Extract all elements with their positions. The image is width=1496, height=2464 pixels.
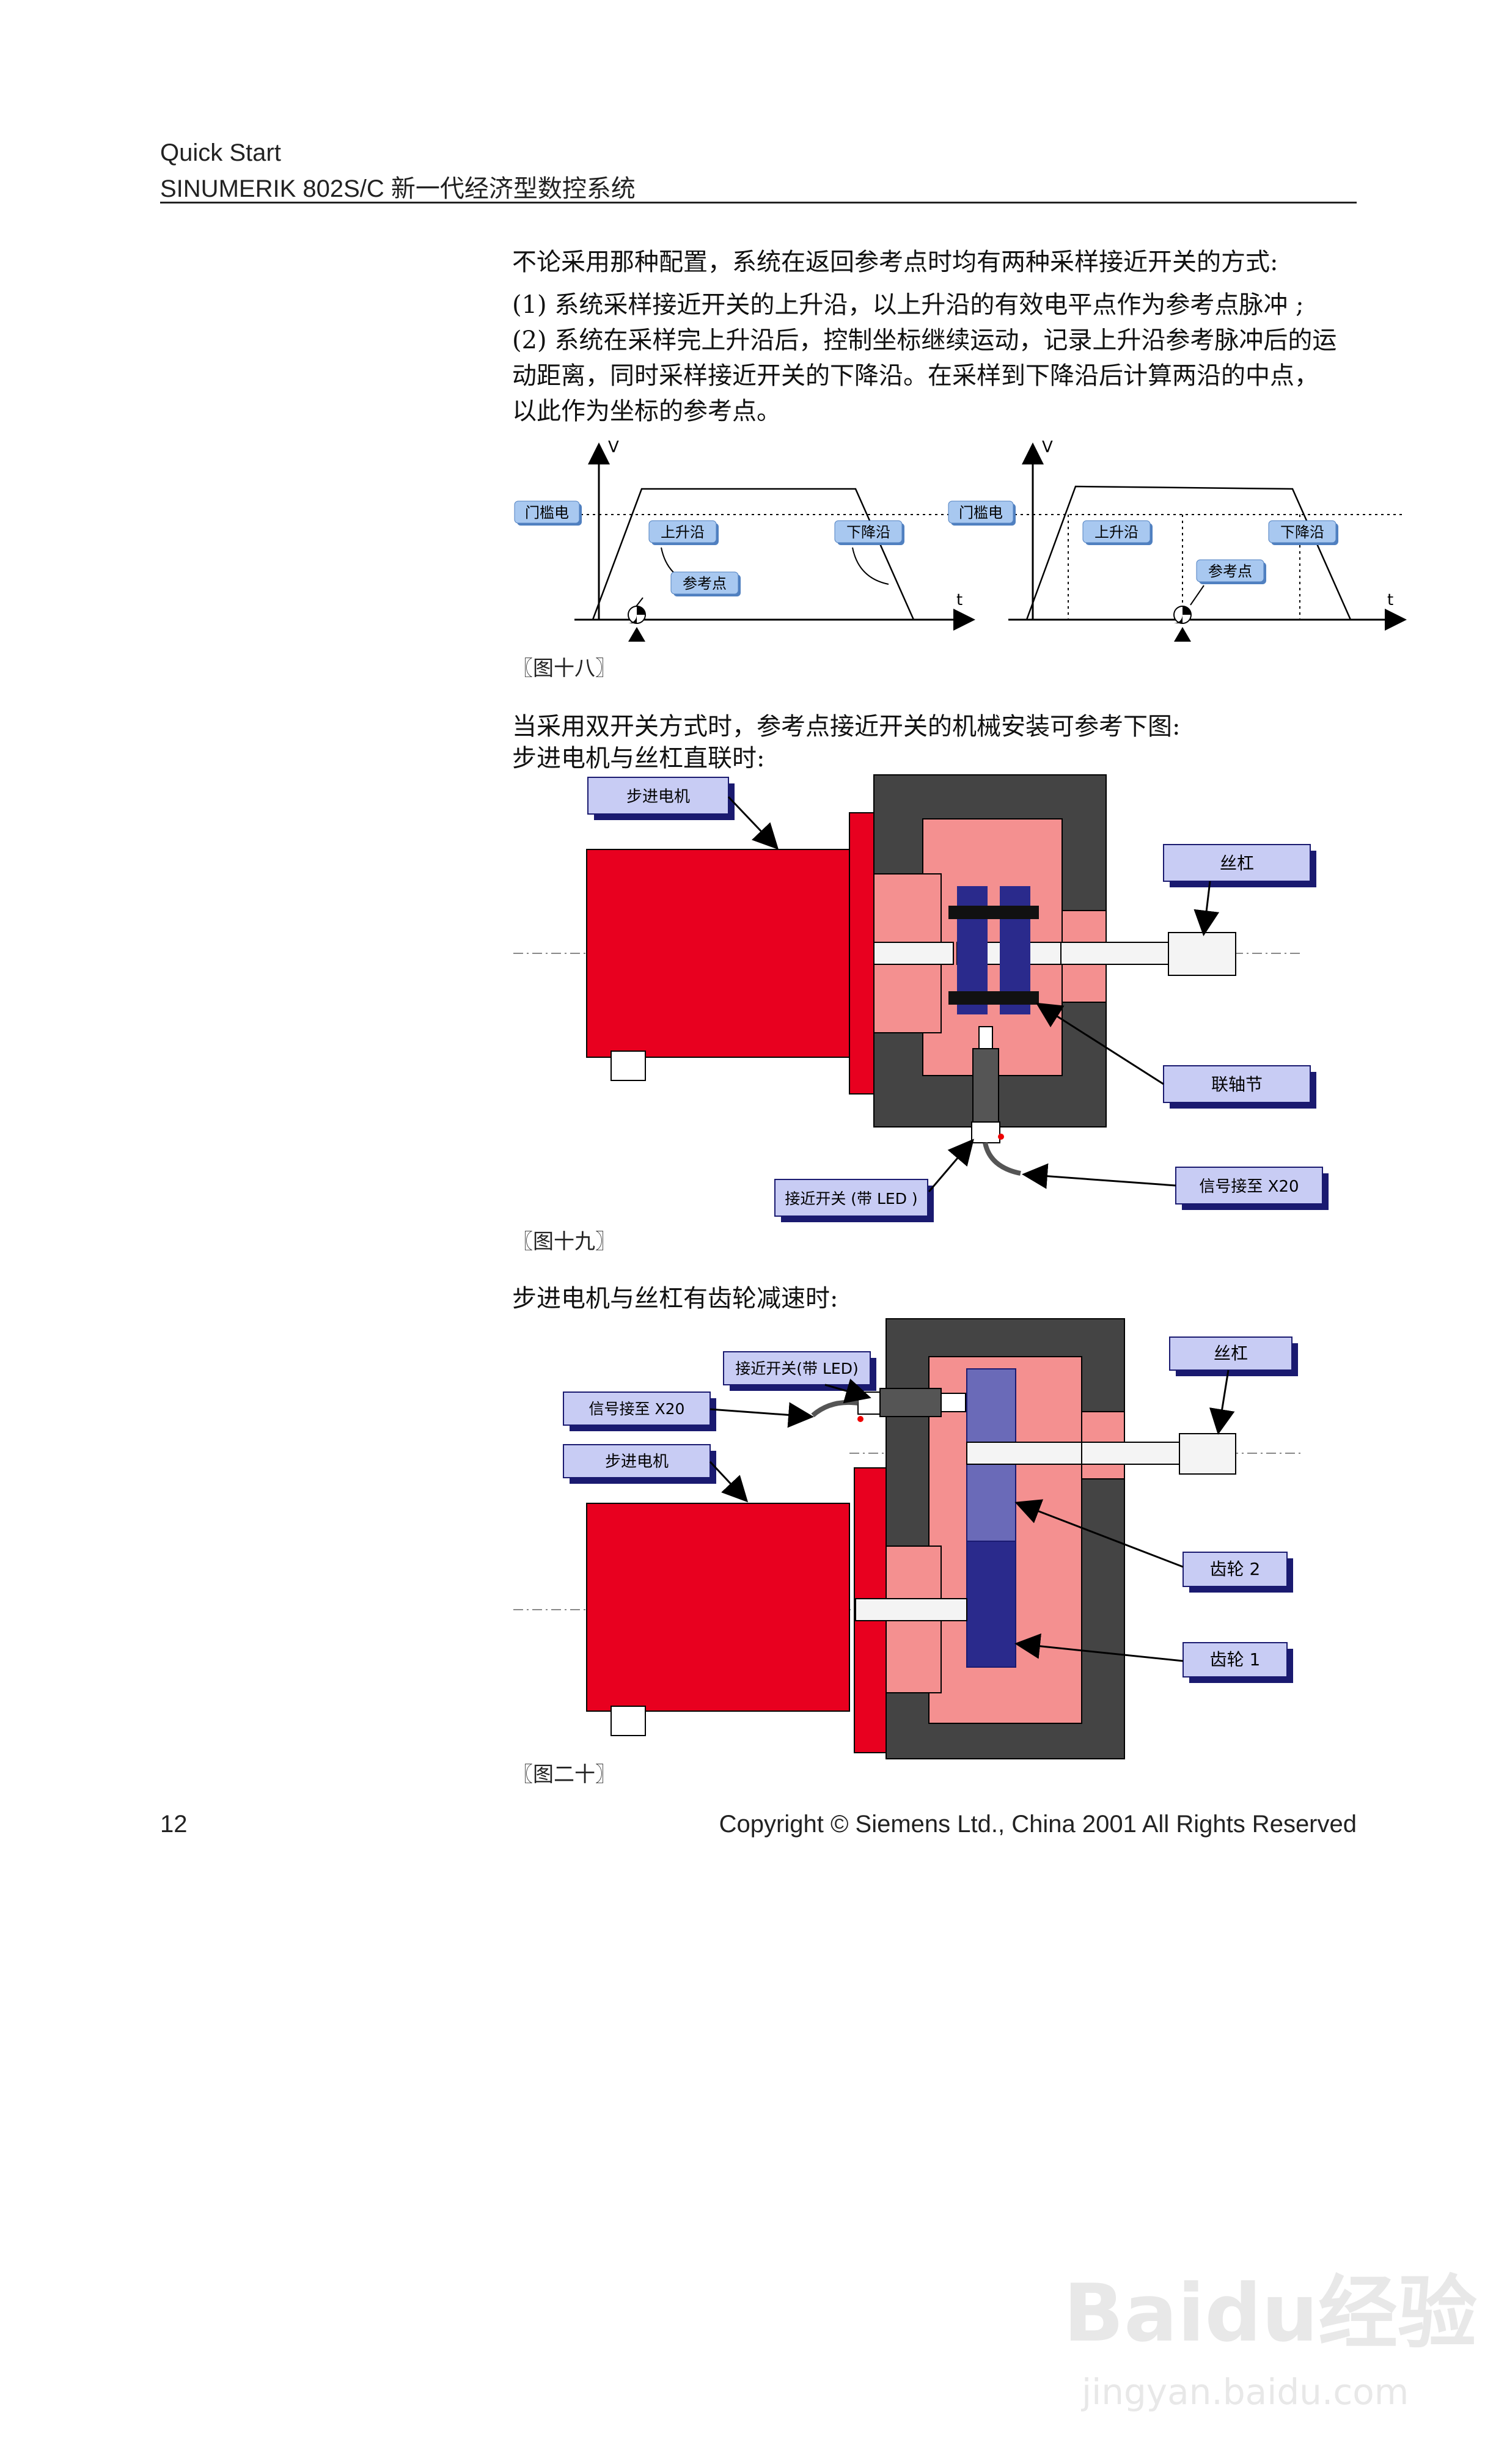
y-axis-label: V (608, 438, 619, 457)
fig18-left-chart: V t 门槛电 上升沿 下降沿 参考点 (514, 438, 975, 642)
page-number: 12 (160, 1811, 188, 1838)
x-axis-label: t (1387, 591, 1393, 609)
fig18-diagram: V t 门槛电 上升沿 下降沿 参考点 (514, 438, 1407, 642)
svg-text:上升沿: 上升沿 (1094, 524, 1138, 541)
ref-point-label: 参考点 (670, 571, 741, 596)
signal-trapezoid (1025, 485, 1352, 620)
svg-text:齿轮 1: 齿轮 1 (1210, 1649, 1261, 1670)
fig18-caption: 〖图十八〗 (512, 656, 616, 681)
rising-label: 上升沿 (1082, 520, 1153, 545)
item-1: (1) 系统采样接近开关的上升沿，以上升沿的有效电平点作为参考点脉冲 ; (512, 291, 1304, 319)
item-2-line-2: 动距离，同时采样接近开关的下降沿。在采样到下降沿后计算两沿的中点， (512, 362, 1319, 390)
label-switch: 接近开关 (带 LED ) (774, 1179, 934, 1222)
label-motor: 步进电机 (587, 777, 735, 820)
ref-point-marker (1173, 606, 1192, 642)
watermark-brand: Baidu经验 (1063, 2267, 1477, 2360)
svg-text:齿轮 2: 齿轮 2 (1210, 1559, 1261, 1579)
intro-paragraph: 不论采用那种配置，系统在返回参考点时均有两种采样接近开关的方式: (512, 248, 1278, 276)
svg-text:信号接至 X20: 信号接至 X20 (1199, 1178, 1299, 1196)
x-axis-label: t (956, 591, 963, 609)
copyright: Copyright © Siemens Ltd., China 2001 All… (719, 1811, 1357, 1838)
svg-text:接近开关 (带 LED ): 接近开关 (带 LED ) (785, 1190, 917, 1208)
fig18-right-chart: V t 门槛电 上升沿 下降沿 参考点 (948, 438, 1407, 642)
svg-text:门槛电: 门槛电 (959, 504, 1003, 521)
stepper-motor (586, 1503, 850, 1712)
gear-1 (966, 1541, 1016, 1668)
fig20-caption: 〖图二十〗 (512, 1762, 616, 1787)
svg-text:上升沿: 上升沿 (661, 524, 705, 541)
para2-line-1: 当采用双开关方式时，参考点接近开关的机械安装可参考下图: (512, 713, 1181, 741)
label-coupling: 联轴节 (1163, 1065, 1316, 1109)
svg-text:下降沿: 下降沿 (1280, 524, 1324, 541)
lead-screw (1081, 1442, 1180, 1465)
para2-line-2: 步进电机与丝杠直联时: (512, 744, 765, 772)
label-gear-2: 齿轮 2 (1182, 1552, 1293, 1593)
label-motor: 步进电机 (563, 1444, 716, 1484)
header-title: Quick Start (160, 139, 281, 166)
ref-point-marker (628, 606, 646, 642)
para3: 步进电机与丝杠有齿轮减速时: (512, 1285, 838, 1313)
svg-text:参考点: 参考点 (1208, 563, 1252, 580)
fig19-diagram: 步进电机 丝杠 联轴节 信号接至 X20 接近开关 (带 LED ) (513, 774, 1329, 1222)
svg-text:下降沿: 下降沿 (846, 524, 890, 541)
watermark-url: jingyan.baidu.com (1082, 2371, 1409, 2413)
rising-label: 上升沿 (648, 520, 719, 545)
coupling (948, 886, 1039, 1014)
signal-trapezoid (592, 488, 915, 620)
label-signal: 信号接至 X20 (1175, 1167, 1329, 1210)
svg-text:丝杠: 丝杠 (1220, 853, 1254, 873)
header-rule (160, 202, 1357, 204)
label-screw: 丝杠 (1163, 844, 1316, 887)
threshold-label: 门槛电 (514, 501, 582, 526)
svg-text:联轴节: 联轴节 (1211, 1074, 1263, 1094)
proximity-switch (971, 1026, 1021, 1176)
label-switch: 接近开关(带 LED) (723, 1351, 876, 1391)
falling-label: 下降沿 (834, 520, 904, 545)
svg-text:步进电机: 步进电机 (626, 788, 690, 806)
fig19-caption: 〖图十九〗 (512, 1230, 616, 1254)
y-axis-label: V (1042, 438, 1053, 457)
threshold-label: 门槛电 (948, 501, 1016, 526)
svg-text:门槛电: 门槛电 (525, 504, 569, 521)
svg-text:参考点: 参考点 (683, 575, 727, 592)
stepper-motor (586, 849, 850, 1058)
header-subtitle: SINUMERIK 802S/C 新一代经济型数控系统 (160, 175, 636, 202)
falling-label: 下降沿 (1268, 520, 1338, 545)
label-screw: 丝杠 (1169, 1336, 1298, 1376)
svg-text:信号接至 X20: 信号接至 X20 (589, 1400, 685, 1418)
svg-text:接近开关(带 LED): 接近开关(带 LED) (735, 1360, 858, 1377)
svg-text:丝杠: 丝杠 (1214, 1343, 1248, 1363)
svg-text:步进电机: 步进电机 (605, 1453, 669, 1471)
label-gear-1: 齿轮 1 (1182, 1642, 1293, 1683)
item-2-line-1: (2) 系统在采样完上升沿后，控制坐标继续运动，记录上升沿参考脉冲后的运 (512, 326, 1337, 354)
item-2-line-3: 以此作为坐标的参考点。 (512, 397, 781, 425)
motor-flange (849, 812, 875, 1094)
fig20-diagram: 接近开关(带 LED) 信号接至 X20 步进电机 丝杠 齿轮 2 齿轮 1 (513, 1318, 1302, 1759)
lead-screw (1060, 942, 1169, 965)
ref-point-label: 参考点 (1196, 559, 1266, 584)
label-signal: 信号接至 X20 (563, 1392, 716, 1431)
